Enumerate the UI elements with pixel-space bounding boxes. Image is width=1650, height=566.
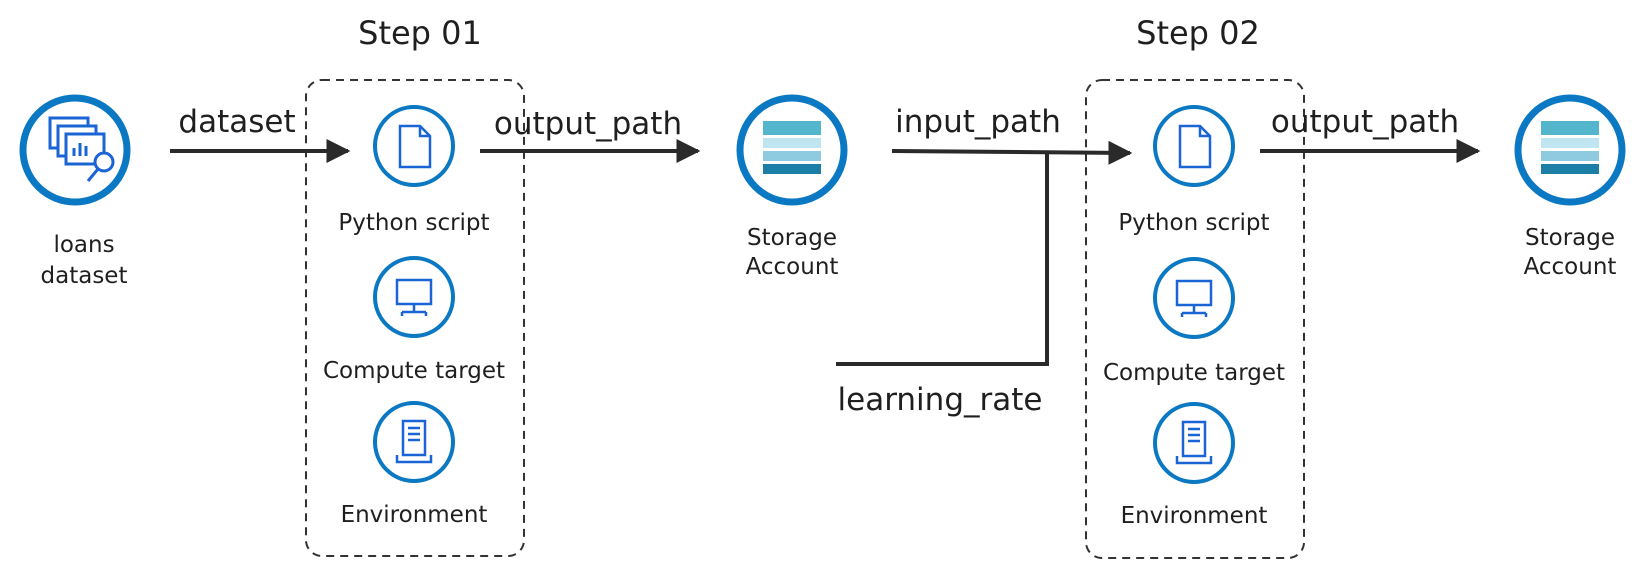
storage-account-1-label-line2: Account <box>746 254 839 280</box>
step-02-compute-target <box>1153 257 1235 339</box>
edge-label-input-path: input_path <box>895 104 1061 140</box>
step-02-title: Step 02 <box>1136 14 1260 52</box>
environment-icon <box>1175 420 1213 465</box>
step-01-python-script-label: Python script <box>338 210 489 236</box>
step-02-python-script <box>1153 105 1235 187</box>
step-01-environment <box>373 401 455 483</box>
step-01-box <box>305 79 525 557</box>
storage-account-2-label-line1: Storage <box>1525 225 1615 251</box>
step-02-environment-label: Environment <box>1121 503 1268 529</box>
storage-account-1-label-line1: Storage <box>747 225 837 251</box>
node-loans-dataset <box>19 94 131 206</box>
learning-rate-connector <box>836 152 1049 366</box>
node-storage-account-1 <box>736 94 848 206</box>
step-01-compute-target-label: Compute target <box>323 358 505 384</box>
script-icon <box>398 124 432 169</box>
step-02-box <box>1085 79 1305 559</box>
arrow-storage-to-step02 <box>891 140 1133 165</box>
edge-label-output-path-1: output_path <box>494 106 682 142</box>
dataset-icon <box>48 116 115 182</box>
step-02-environment <box>1153 402 1235 484</box>
script-icon <box>1178 124 1212 169</box>
edge-label-output-path-2: output_path <box>1271 104 1459 140</box>
step-01-title: Step 01 <box>358 14 482 52</box>
storage-account-2-label-line2: Account <box>1524 254 1617 280</box>
step-01-compute-target <box>373 256 455 338</box>
step-02-python-script-label: Python script <box>1118 210 1269 236</box>
step-02-compute-target-label: Compute target <box>1103 360 1285 386</box>
environment-icon <box>395 419 433 464</box>
loans-dataset-label-line2: dataset <box>41 263 128 289</box>
storage-account-icon <box>1541 121 1599 174</box>
loans-dataset-label-line1: loans <box>53 232 114 258</box>
compute-target-icon <box>395 278 433 316</box>
storage-account-icon <box>763 121 821 174</box>
step-01-python-script <box>373 105 455 187</box>
compute-target-icon <box>1175 279 1213 317</box>
edge-label-dataset: dataset <box>178 104 295 140</box>
edge-label-learning-rate: learning_rate <box>838 382 1043 418</box>
node-storage-account-2 <box>1514 94 1626 206</box>
step-01-environment-label: Environment <box>341 502 488 528</box>
